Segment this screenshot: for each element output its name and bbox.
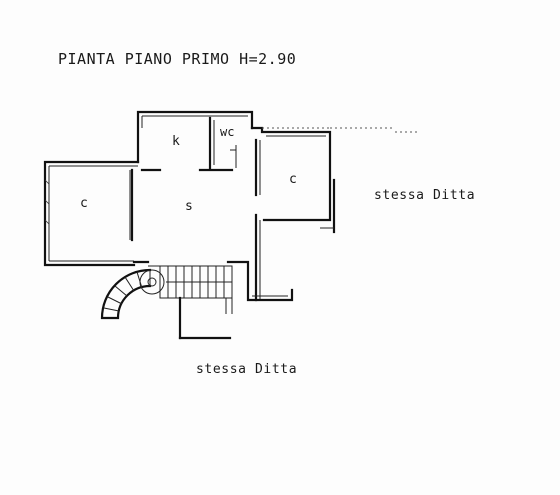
left-room-walls (43, 160, 140, 267)
straight-stair (159, 265, 233, 299)
right-room-walls (250, 126, 418, 302)
room-label-wc: wc (220, 125, 235, 139)
room-label-k: k (172, 134, 180, 149)
room-label-c-left: c (80, 196, 88, 211)
room-label-c-right: c (289, 172, 297, 187)
landing-walls (132, 260, 294, 302)
spiral-stair (100, 268, 165, 320)
wc-walls (208, 116, 237, 170)
neighbor-label-right: stessa Ditta (374, 188, 476, 203)
plan-title: PIANTA PIANO PRIMO H=2.90 (58, 50, 297, 68)
lower-supports (178, 296, 233, 340)
room-label-s: s (185, 199, 193, 214)
kitchen-walls (136, 110, 254, 172)
neighbor-label-bottom: stessa Ditta (196, 362, 298, 377)
partition-c-s (129, 168, 134, 242)
